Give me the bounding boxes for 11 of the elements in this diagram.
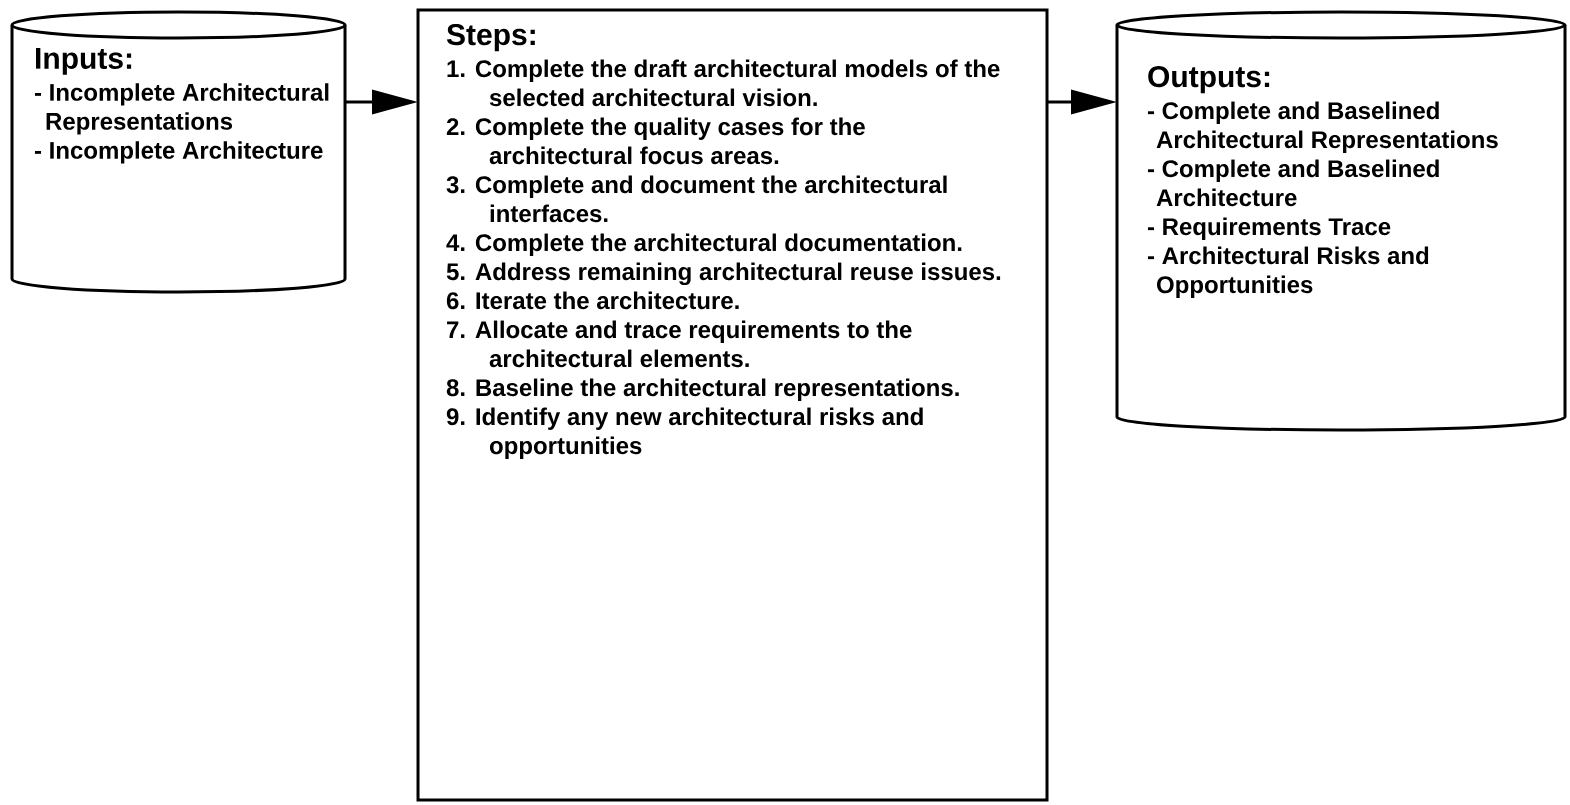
node-label: - Architectural Risks and Opportunities (1147, 246, 1429, 298)
node-label: Inputs: (36, 48, 132, 75)
node-label: - Requirements Trace (1147, 217, 1391, 240)
node-label: - Incomplete Architecture (34, 141, 323, 164)
node-label: - Complete and Baselined Architecture (1147, 159, 1439, 207)
node-label: Outputs: (1148, 65, 1270, 94)
node-label: - Complete and Baselined Architectural Representations (1147, 101, 1498, 153)
cylinder: Inputs: - Incomplete Architectural Representations - Incomplete Architecture (10, 10, 347, 294)
cylinder: Outputs: - Complete and Baselined Architectural Representations - Complete and Baselined Architecture - Requirements Trace - Architectural Risks and Opportunities (1115, 10, 1567, 432)
process-box: Steps: 1. Complete the draft architectural models of the selected architectural vision. 2. Complete the quality cases for the architectural focus areas. 3. Complete and document the architectural interfaces. 4. Complete the architectural documentation. 5. Address remaining architectural reuse issues. 6. Iterate the architecture. 7. Allocate and trace requirements to the architectural elements. 8. Baseline the architectural representations. 9. Identify any new architectural risks and opportunities (416, 8, 1049, 802)
node-label: - Incomplete Architectural Representations (34, 83, 329, 135)
